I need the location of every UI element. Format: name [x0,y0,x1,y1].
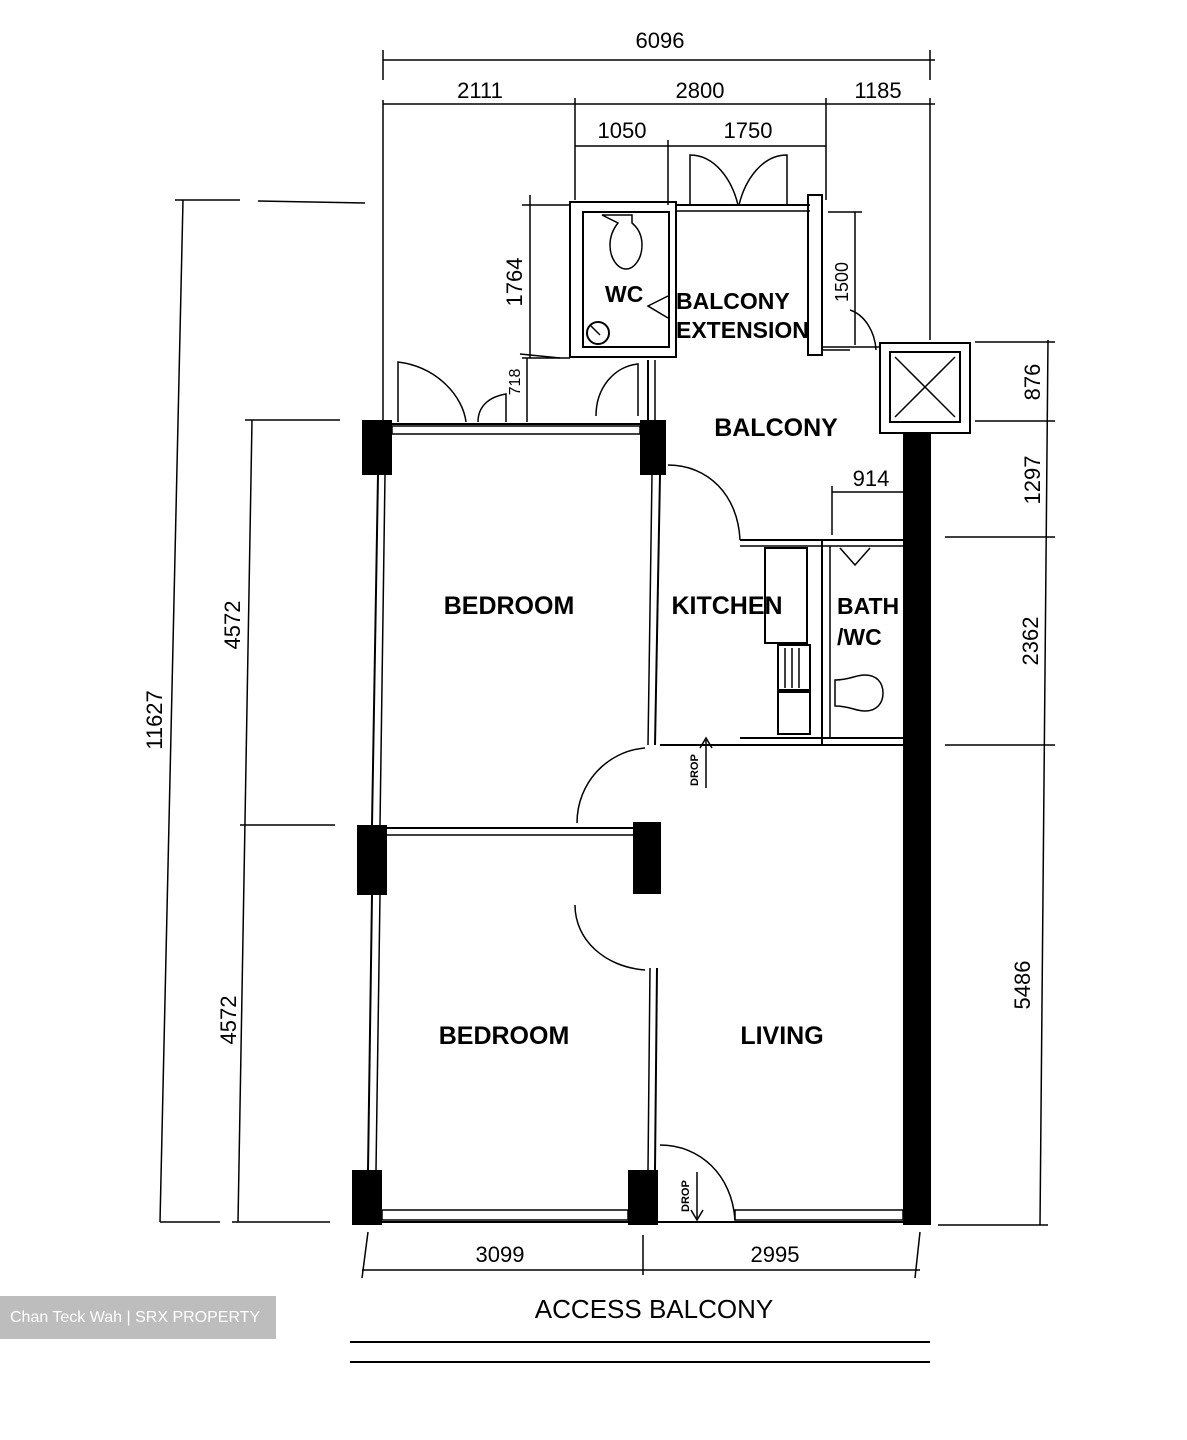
label-wc: WC [605,281,643,307]
bottom-dimensions: 3099 2995 [361,1231,921,1279]
dim-bottom-right: 2995 [751,1242,800,1267]
dim-left-upper: 4572 [220,601,245,650]
watermark: Chan Teck Wah | SRX PROPERTY [0,1296,276,1339]
dim-balcony-ext-width: 1750 [724,118,773,143]
dim-bottom-left: 3099 [476,1242,525,1267]
wc-block [569,201,677,358]
dim-wc-width: 1050 [598,118,647,143]
chute-box [879,342,971,434]
dim-door-offset: 718 [507,369,524,396]
dim-right-5486: 5486 [1010,961,1035,1010]
dim-top-middle: 2800 [676,78,725,103]
dim-top-right: 1185 [854,78,901,103]
dim-wc-depth: 1764 [502,258,527,307]
dim-balcony-ext-door: 1500 [832,262,852,302]
label-bath-1: BATH [837,593,899,619]
left-dimensions: 11627 4572 4572 1764 718 [142,195,570,1223]
dim-top-total: 6096 [636,28,685,53]
label-bedroom-1: BEDROOM [444,592,575,620]
dim-right-2362: 2362 [1018,617,1043,666]
door-swings [397,361,741,1221]
label-balcony-extension-2: EXTENSION [676,317,809,343]
svg-text:DROP: DROP [680,1180,692,1212]
label-bath-2: /WC [837,624,882,650]
dim-left-total: 11627 [142,690,167,750]
svg-text:DROP: DROP [689,754,701,786]
toilet-icon [834,674,884,712]
right-dimensions: 876 1297 2362 5486 1500 914 [828,211,1055,1226]
kitchen-fixtures [764,547,884,735]
drop-lower: DROP [680,1172,704,1222]
label-balcony: BALCONY [714,414,838,442]
toilet-icon [601,214,643,270]
label-access-balcony: ACCESS BALCONY [535,1294,773,1324]
top-dimensions: 6096 2111 2800 1185 1050 1750 [382,28,935,420]
drop-upper: DROP [689,736,713,788]
walls [352,360,931,1225]
dim-bath-width: 914 [853,466,890,491]
balcony-extension-block [676,154,880,356]
label-balcony-extension-1: BALCONY [676,288,790,314]
label-kitchen: KITCHEN [671,592,782,620]
dim-right-876: 876 [1020,364,1045,401]
floor-trap-icon [586,321,610,345]
dim-right-1297: 1297 [1020,456,1045,505]
label-living: LIVING [740,1022,823,1050]
dim-top-left: 2111 [457,78,503,103]
label-bedroom-2: BEDROOM [439,1022,570,1050]
dim-left-lower: 4572 [216,996,241,1045]
